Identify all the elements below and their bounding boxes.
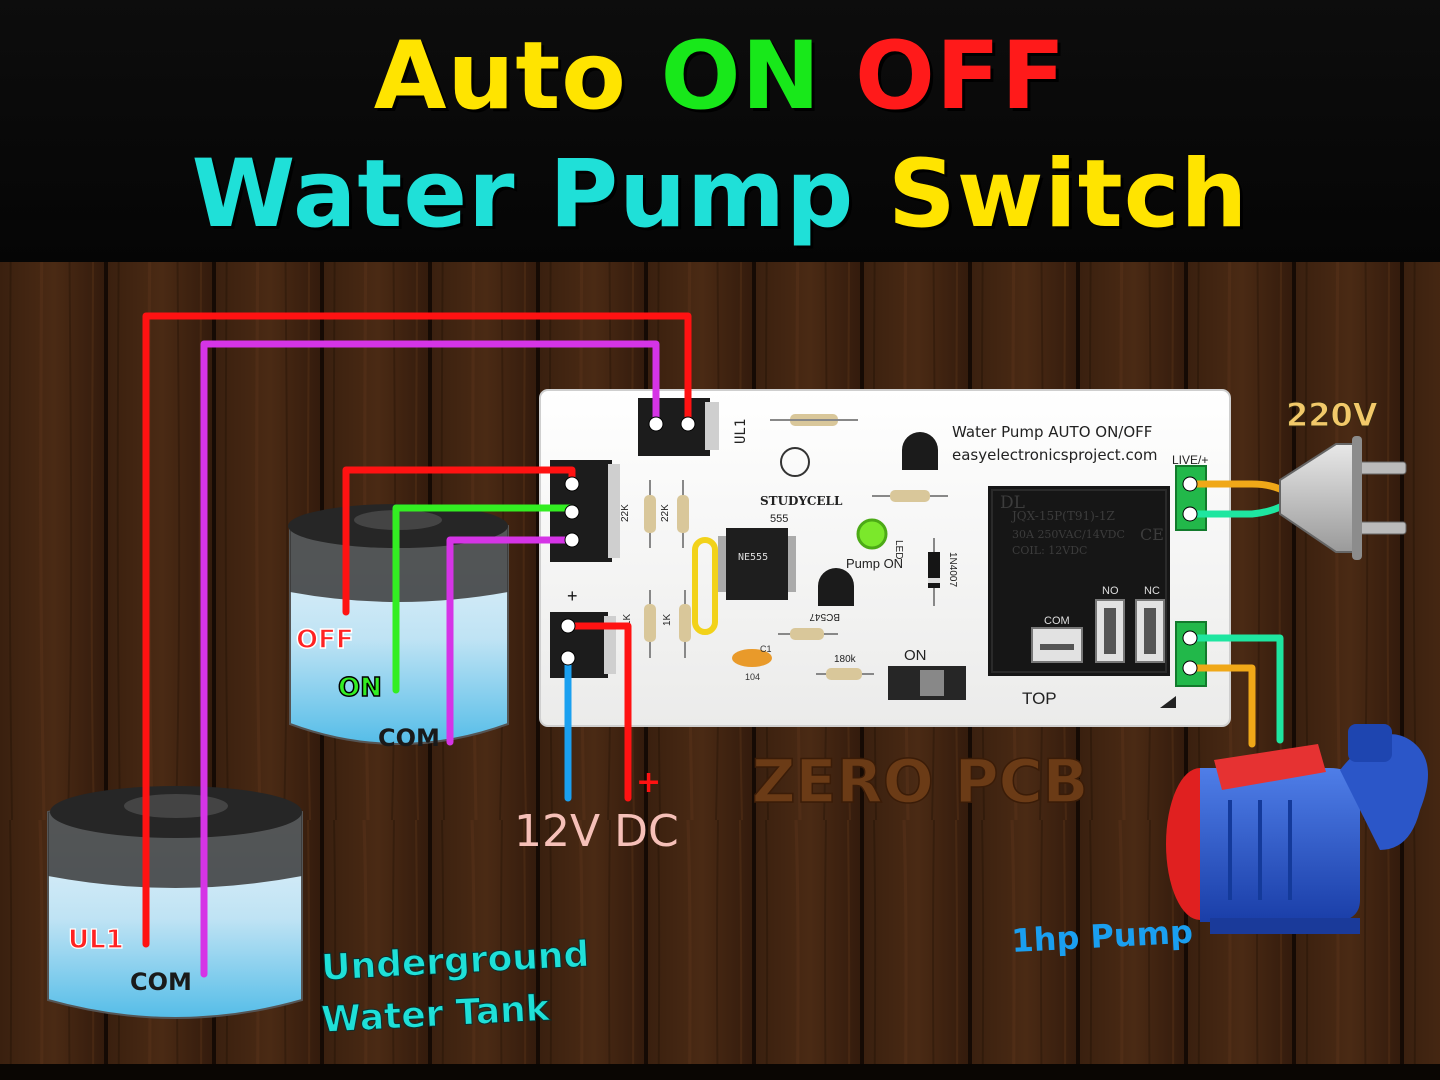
underground-water-tank <box>47 786 303 1019</box>
title-word: Auto <box>373 22 627 131</box>
resistor-1k-a <box>644 590 656 658</box>
label-zero-pcb: ZERO PCB <box>752 747 1088 817</box>
relay-ce: CE <box>1140 525 1164 544</box>
board-plus-label: + <box>567 586 578 606</box>
title-word: Water <box>191 140 516 249</box>
on-switch-label: ON <box>904 647 927 664</box>
wire-ul1-red <box>142 312 692 948</box>
relay-nc-label: NC <box>1144 585 1160 597</box>
board-ul1-label: UL1 <box>733 419 749 444</box>
cap-104-label: 104 <box>745 672 760 682</box>
led-label: LED <box>893 540 904 559</box>
wire-com-purple-overhead <box>446 536 576 746</box>
r1k-a-label: 1K <box>622 613 633 626</box>
wire-off-red <box>342 466 576 616</box>
label-ul1: UL1 <box>68 925 124 955</box>
relay-rating: 30A 250VAC/14VDC <box>1012 528 1125 541</box>
cap-c1-label: C1 <box>760 644 772 654</box>
label-1hp-pump: 1hp Pump <box>1010 913 1193 960</box>
relay-coil: COIL: 12VDC <box>1012 544 1087 557</box>
ic-555: NE555 <box>718 528 796 600</box>
wire-pump-teal <box>1186 634 1284 744</box>
transistor-bc547 <box>818 568 854 606</box>
title-bar: Auto ON OFF Water Pump Switch <box>0 0 1440 268</box>
r180k-label: 180k <box>834 654 857 665</box>
triangle-marker-icon <box>1160 696 1176 708</box>
relay-no-label: NO <box>1102 585 1119 597</box>
connection-dots <box>560 416 1198 676</box>
label-12v-dc: 12V DC <box>514 806 679 857</box>
ic-555-label: 555 <box>770 513 788 525</box>
water-pump-motor-icon <box>1166 724 1428 934</box>
label-off: OFF <box>296 625 354 655</box>
studycell-label: STUDYCELL <box>760 494 843 508</box>
diode-1n4007 <box>928 538 940 606</box>
wire-pump-orange <box>1186 664 1256 748</box>
board-top-label: TOP <box>1022 689 1057 708</box>
pcb-board: UL1 + Water Pump AUTO ON/OFF easyelectro… <box>539 389 1231 727</box>
label-on: ON <box>338 673 382 703</box>
ul1-connector <box>638 398 710 456</box>
bc547-label: BC547 <box>809 611 840 622</box>
resistor-22k-a <box>644 480 656 548</box>
title-line-2: Water Pump Switch <box>0 140 1440 249</box>
title-line-1: Auto ON OFF <box>0 22 1440 131</box>
transistor-top <box>902 432 938 470</box>
r22k-a-label: 22K <box>620 504 631 522</box>
ceramic-capacitor <box>732 649 772 667</box>
resistor-bottom-a <box>778 628 838 640</box>
label-com-overhead: COM <box>378 724 440 752</box>
resistor-180k <box>816 668 874 680</box>
board-heading-2: easyelectronicsproject.com <box>952 446 1157 464</box>
title-word: Switch <box>888 140 1249 249</box>
label-com-underground: COM <box>130 968 192 996</box>
title-word: OFF <box>854 22 1067 131</box>
studycell-logo-icon <box>780 447 810 477</box>
label-220v: 220V <box>1286 396 1378 434</box>
power-plug-icon <box>1279 436 1407 560</box>
board-heading-1: Water Pump AUTO ON/OFF <box>952 423 1152 441</box>
live-label: LIVE/+ <box>1172 453 1208 467</box>
yellow-capacitor <box>692 537 718 635</box>
svg-text:NE555: NE555 <box>738 552 768 563</box>
dc-connector <box>550 612 608 678</box>
label-dc-plus: + <box>636 765 661 800</box>
pump-on-label: Pump ON <box>846 556 903 571</box>
resistor-22k-b <box>677 480 689 548</box>
wire-com-purple-underground <box>200 340 660 978</box>
wire-dc-red <box>564 622 632 802</box>
relay-model: JQX-15P(T91)-1Z <box>1010 509 1115 523</box>
led-green <box>856 518 888 550</box>
r1k-b-label: 1K <box>662 613 673 626</box>
title-word: Pump <box>549 140 855 249</box>
title-word: ON <box>660 22 822 131</box>
r22k-b-label: 22K <box>660 504 671 522</box>
resistor-mid <box>872 490 948 502</box>
diode-label: 1N4007 <box>947 552 958 587</box>
resistor-1k-b <box>679 590 691 658</box>
relay-brand: DL <box>1000 493 1025 513</box>
relay-com-label: COM <box>1044 615 1070 627</box>
